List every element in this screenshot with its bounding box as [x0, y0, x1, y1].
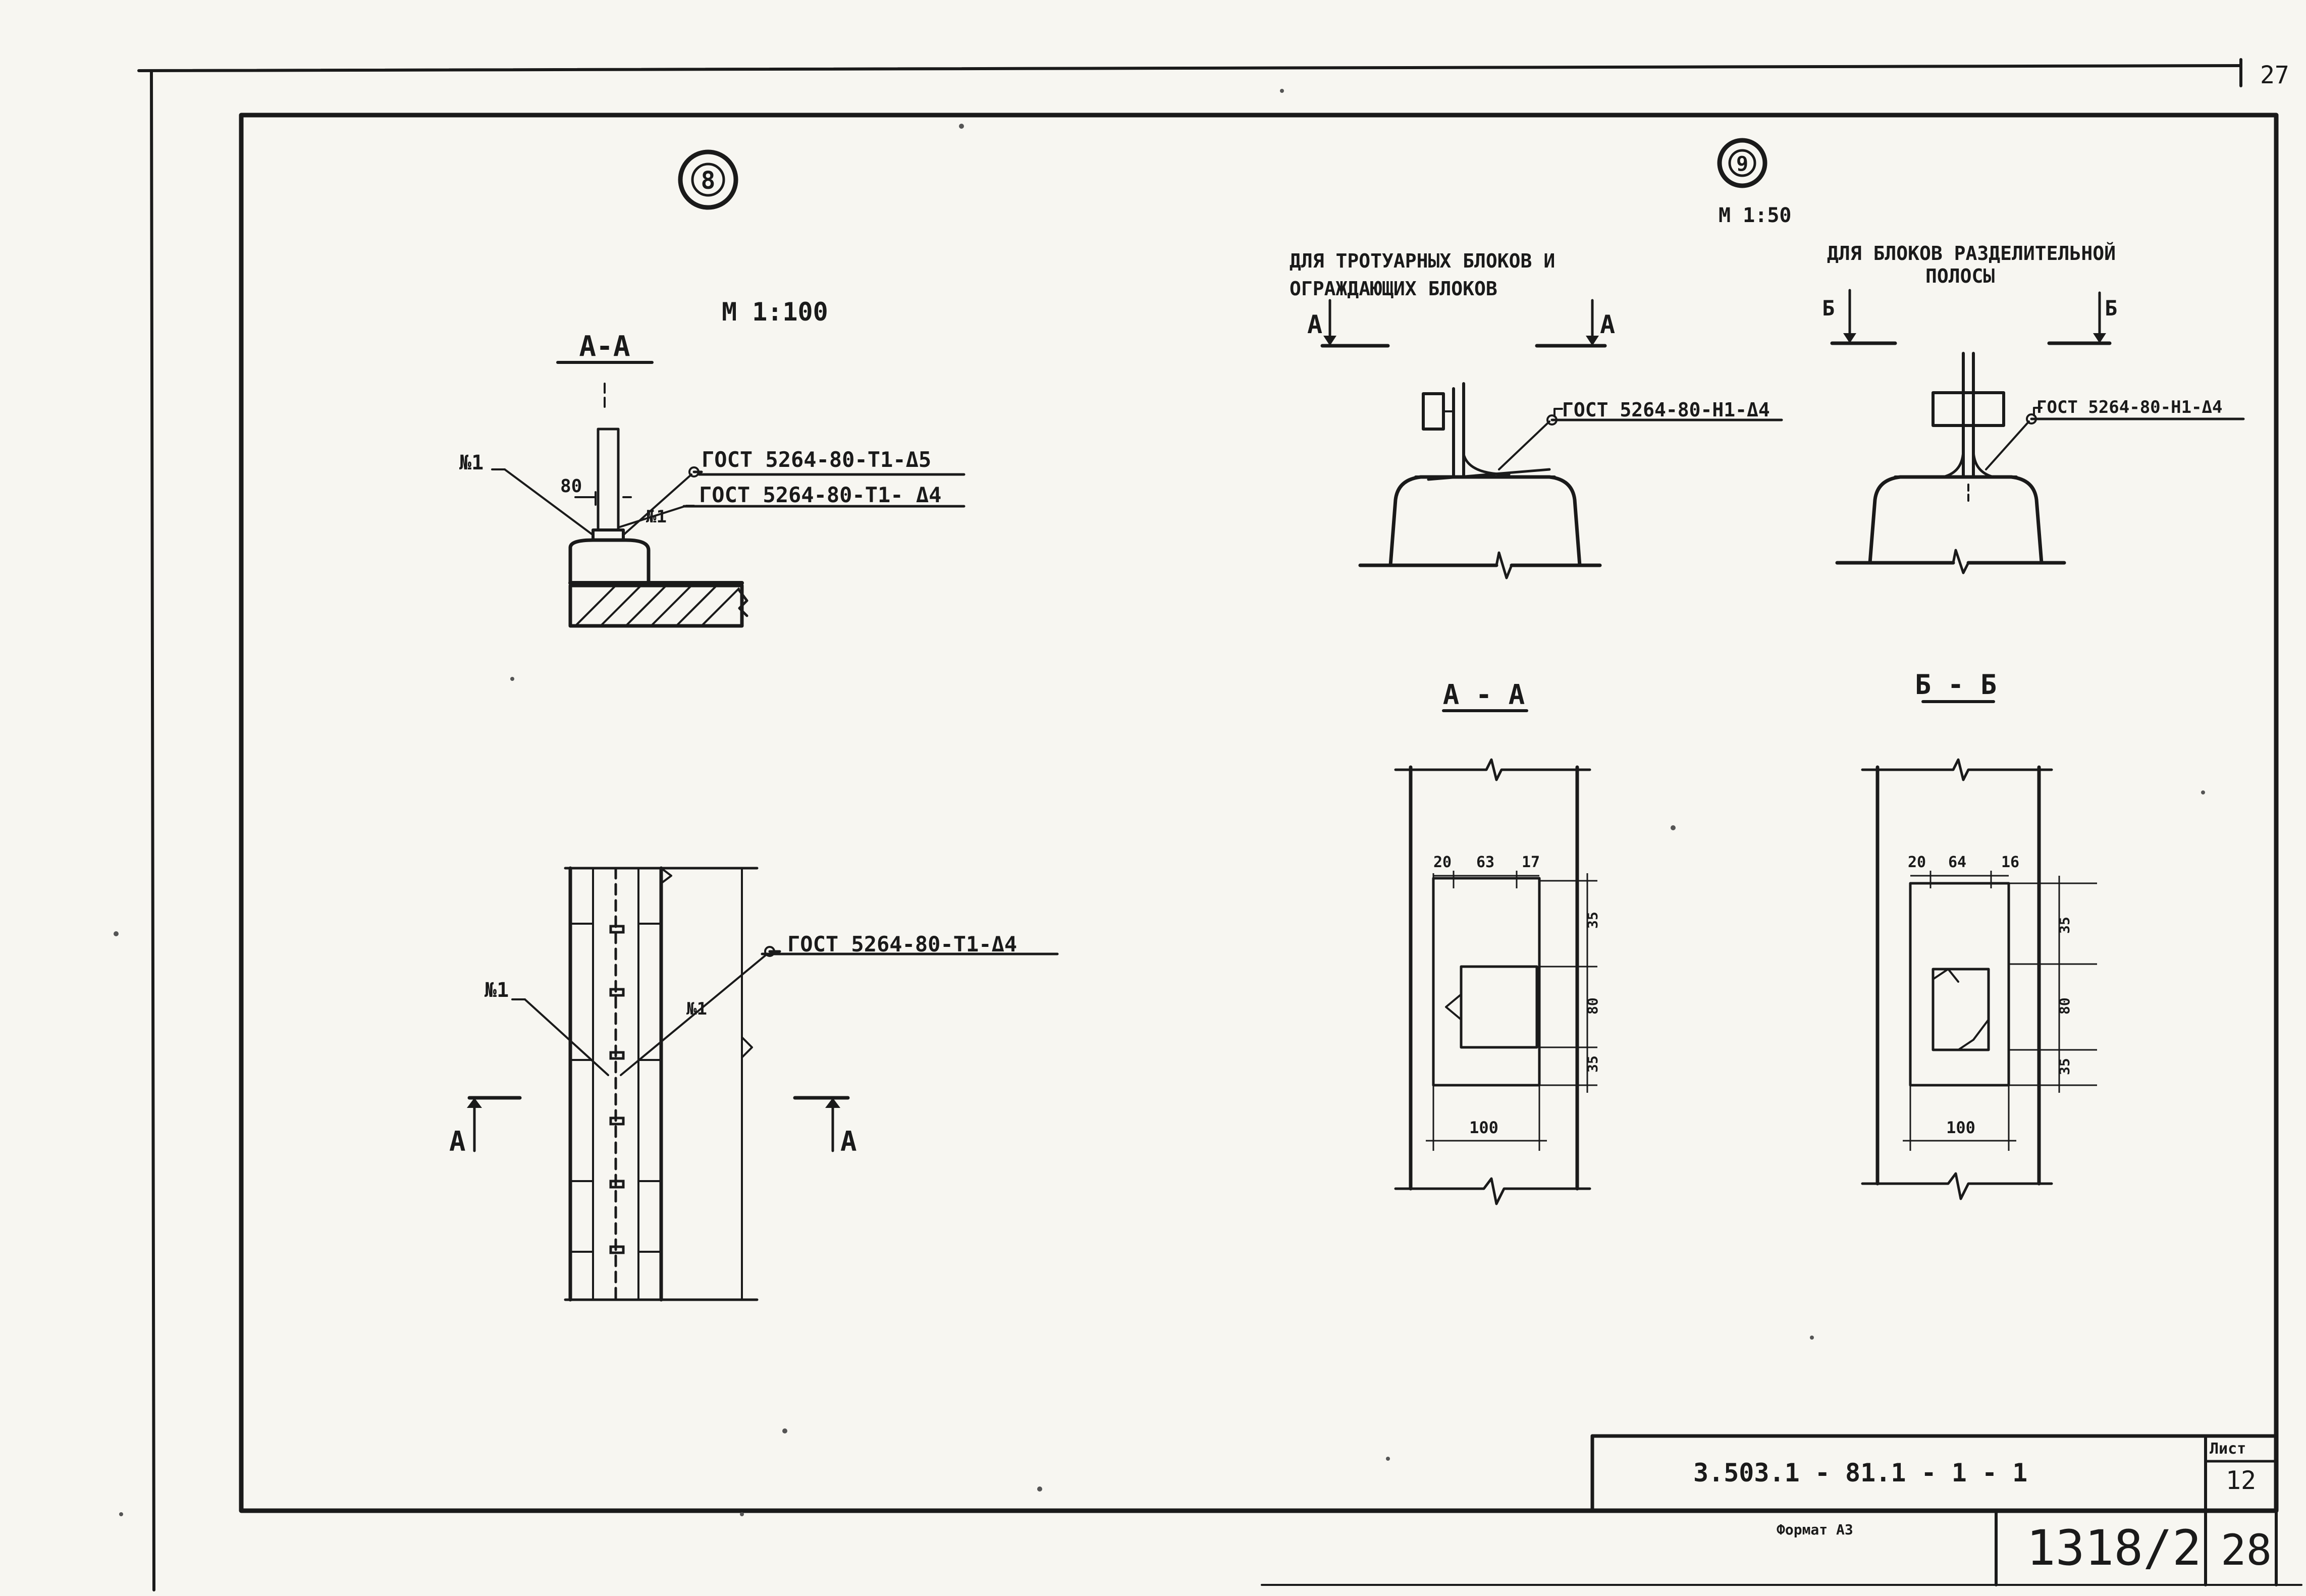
- detail-9-b-top-2: 64: [1948, 854, 1966, 871]
- detail-8: 8 М 1:100 А-А 80 №: [449, 149, 1059, 1302]
- detail-8-cut-right: А: [793, 1096, 857, 1157]
- detail-8-section-title: А-А: [579, 330, 630, 363]
- detail-9-right-caption-2: ПОЛОСЫ: [1925, 265, 1995, 287]
- detail-9-right-block: ГОСТ 5264-80-Н1-Δ4: [1835, 352, 2245, 574]
- detail-8-cut-left: А: [449, 1096, 522, 1157]
- scan-noise: [114, 89, 2205, 1516]
- detail-9-left-caption-2: ОГРАЖДАЮЩИХ БЛОКОВ: [1290, 278, 1497, 300]
- detail-9-a-side-2: 80: [1584, 997, 1601, 1015]
- title-block-sheet-number: 12: [2226, 1466, 2256, 1495]
- detail-8-scale: М 1:100: [722, 297, 828, 327]
- detail-9-cut-a-right: А: [1600, 310, 1615, 339]
- detail-9-b-side-3: 35: [2056, 1058, 2073, 1075]
- detail-9-section-b-title: Б - Б: [1915, 669, 1997, 701]
- detail-8-plan-drawing: [564, 866, 759, 1302]
- detail-9-a-top-3: 17: [1522, 854, 1540, 871]
- page-number: 27: [2260, 61, 2289, 89]
- detail-8-mark-plan-right: №1: [686, 999, 707, 1019]
- detail-8-mark-left: №1: [459, 451, 484, 474]
- detail-8-weld-plan: ГОСТ 5264-80-Т1-Δ4: [787, 932, 1017, 956]
- detail-9-b-top-1: 20: [1908, 854, 1926, 871]
- detail-8-cut-left-label: А: [449, 1126, 466, 1157]
- detail-9-section-a-drawing: [1394, 758, 1597, 1205]
- title-block: [1261, 1434, 2302, 1586]
- detail-9-a-top-1: 20: [1433, 854, 1452, 871]
- detail-9-cut-b-left: Б: [1822, 296, 1835, 321]
- detail-9-a-side-3: 35: [1584, 1055, 1601, 1073]
- title-block-format: Формат А3: [1777, 1521, 1853, 1538]
- detail-9-left-block: ГОСТ 5264-80-Н1-Δ4: [1358, 382, 1783, 579]
- detail-8-cut-right-label: А: [840, 1126, 857, 1157]
- detail-9-section-a-title: А - А: [1443, 679, 1525, 711]
- title-block-sheet-label: Лист: [2210, 1440, 2246, 1458]
- title-block-code: 3.503.1 - 81.1 - 1 - 1: [1693, 1458, 2027, 1487]
- detail-9-a-side-1: 35: [1584, 912, 1601, 929]
- sheet-frames: [137, 58, 2279, 1591]
- detail-9-cut-a-left: А: [1307, 310, 1322, 339]
- detail-8-dimension: 80: [560, 476, 582, 497]
- detail-9-number: 9: [1736, 152, 1748, 176]
- detail-9-a-bottom: 100: [1469, 1118, 1498, 1137]
- detail-9-scale: М 1:50: [1719, 204, 1792, 227]
- detail-9-b-side-2: 80: [2056, 997, 2073, 1015]
- detail-9-a-top-2: 63: [1476, 854, 1494, 871]
- detail-9-b-top-3: 16: [2001, 854, 2019, 871]
- title-block-page: 28: [2221, 1525, 2272, 1575]
- detail-8-weld-2: ГОСТ 5264-80-Т1- Δ4: [699, 483, 941, 507]
- detail-8-number: 8: [701, 167, 716, 195]
- detail-9-section-b-drawing: [1861, 758, 2097, 1200]
- detail-8-mark-plan-left: №1: [485, 979, 509, 1002]
- detail-9-cut-markers: А А Б Б: [1307, 289, 2117, 348]
- detail-9-b-bottom: 100: [1946, 1118, 1975, 1137]
- detail-8-weld-1: ГОСТ 5264-80-Т1-Δ5: [702, 447, 931, 472]
- detail-9-cut-b-right: Б: [2105, 296, 2117, 321]
- detail-9-b-side-1: 35: [2056, 917, 2073, 934]
- detail-8-section-drawing: [568, 383, 748, 628]
- detail-9-right-caption-1: ДЛЯ БЛОКОВ РАЗДЕЛИТЕЛЬНОЙ: [1827, 242, 2116, 264]
- detail-9-left-caption-1: ДЛЯ ТРОТУАРНЫХ БЛОКОВ И: [1290, 250, 1555, 272]
- detail-9: 9 М 1:50 ДЛЯ ТРОТУАРНЫХ БЛОКОВ И ОГРАЖДА…: [1290, 138, 2245, 1205]
- detail-9-callout-right: ГОСТ 5264-80-Н1-Δ4: [2036, 397, 2222, 417]
- title-block-inventory: 1318/2: [2026, 1520, 2202, 1576]
- detail-9-callout-left: ГОСТ 5264-80-Н1-Δ4: [1562, 399, 1770, 421]
